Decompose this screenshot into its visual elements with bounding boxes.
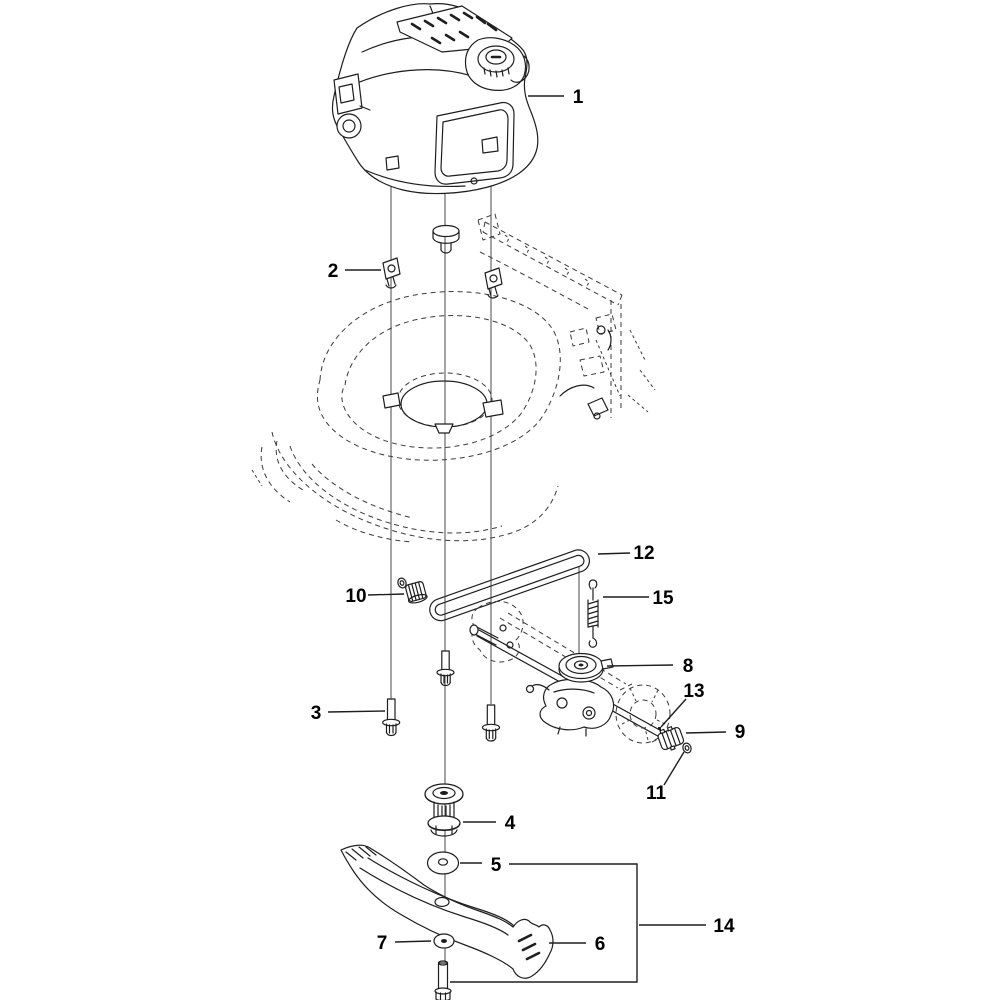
callout-label-8: 8 [683, 656, 694, 677]
engine [331, 3, 539, 195]
shear-pin-dot [658, 727, 661, 730]
blade-center-hole [434, 896, 450, 908]
callout-leader-11 [663, 751, 685, 786]
callout-leader-7 [394, 940, 432, 943]
assembly-axis-lines [390, 151, 580, 962]
callout-leader-9 [685, 731, 727, 734]
blade-bolt [434, 960, 452, 1000]
mower-blade [340, 844, 554, 979]
callout-label-4: 4 [505, 813, 516, 834]
engine-mount-tab [385, 155, 400, 171]
blade-washer-upper [426, 851, 460, 875]
callout-label-7: 7 [377, 933, 388, 954]
deck-rear-bracket-cluster [559, 300, 656, 420]
kit-bracket-14 [450, 863, 638, 983]
callout-label-5: 5 [491, 855, 502, 876]
callout-label-9: 9 [735, 722, 746, 743]
blade-tip-hatching [345, 846, 377, 861]
callout-leader-13 [660, 698, 687, 728]
deck-bolt-right [481, 704, 501, 742]
callout-label-1: 1 [573, 87, 584, 108]
deck-center-hole [400, 380, 488, 428]
idler-bracket [469, 601, 524, 663]
drive-belt [429, 549, 590, 622]
cable-clamp-left [382, 257, 401, 289]
flange-lock-nut [397, 577, 428, 604]
retainer-ring [682, 742, 692, 754]
deck-bolt-left [382, 698, 401, 737]
callout-label-10: 10 [345, 586, 366, 607]
mower-deck-phantom [251, 213, 656, 543]
transmission-pulley [558, 652, 614, 683]
air-filter-cover [434, 101, 515, 185]
callout-leader-8 [606, 664, 674, 667]
tension-spring [587, 579, 599, 648]
callout-leader-3 [327, 710, 386, 713]
fuel-cap [464, 37, 530, 91]
deck-foot-left [382, 392, 401, 409]
callout-leader-12 [597, 552, 631, 555]
transmission [525, 678, 615, 737]
deck-foot-right [482, 399, 504, 418]
callout-label-3: 3 [311, 703, 322, 724]
blade-vent-slots [517, 933, 541, 961]
crankshaft-spacer [432, 224, 460, 254]
callout-label-6: 6 [595, 934, 606, 955]
callout-label-14: 14 [713, 916, 735, 937]
blade-adapter [424, 783, 464, 837]
callout-label-2: 2 [328, 261, 339, 282]
callout-leader-10 [367, 593, 405, 596]
deck-bolt-center [436, 650, 455, 687]
callout-label-13: 13 [683, 681, 704, 702]
cable-clamp-right [484, 267, 503, 299]
deck-foot-center [434, 423, 454, 434]
callout-label-11: 11 [646, 783, 667, 804]
callout-label-15: 15 [652, 588, 674, 609]
muffler [333, 73, 371, 139]
callout-label-12: 12 [633, 543, 654, 564]
pinion-gear [657, 726, 685, 751]
blade-washer-lower [433, 933, 455, 949]
